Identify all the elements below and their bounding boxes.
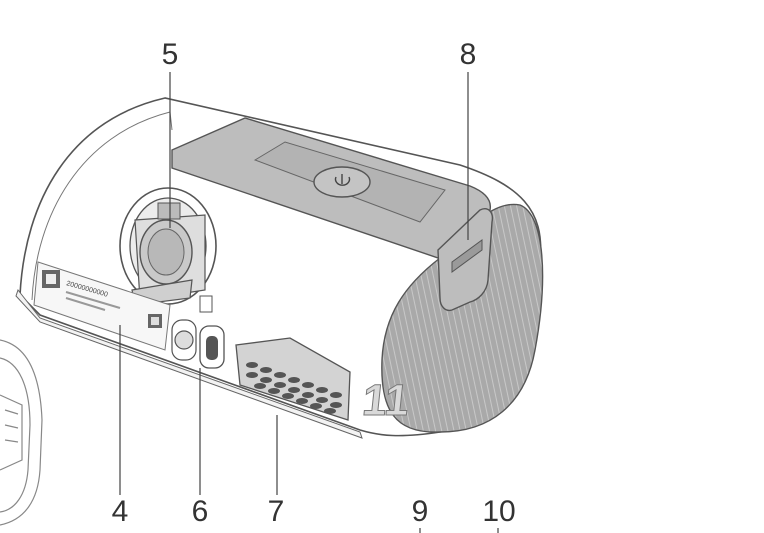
callout-8: 8	[448, 40, 488, 70]
callout-10: 10	[479, 497, 519, 527]
humidifier-tub-icon	[0, 340, 42, 525]
dc-power-inlet-icon[interactable]	[200, 326, 224, 368]
callout-7: 7	[256, 497, 296, 527]
sd-card-slot-icon[interactable]	[172, 320, 196, 360]
callout-9: 9	[400, 497, 440, 527]
callout-11: 11	[360, 376, 412, 425]
callout-5: 5	[150, 40, 190, 70]
callout-6: 6	[180, 497, 220, 527]
power-icon[interactable]	[314, 167, 370, 197]
callout-4: 4	[100, 497, 140, 527]
